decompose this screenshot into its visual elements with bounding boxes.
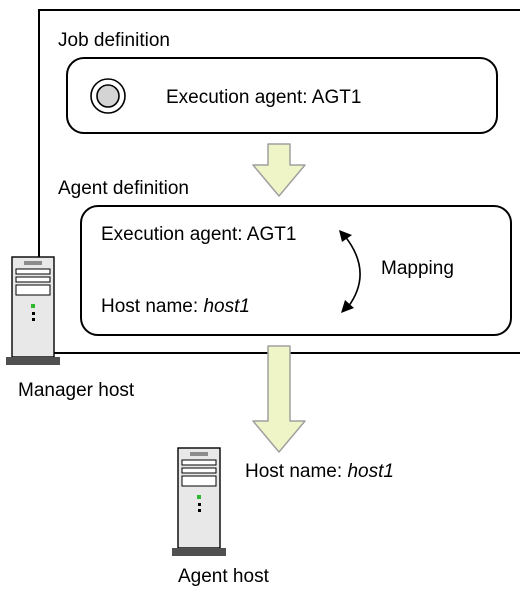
agent-host-name-prefix: Host name: <box>245 461 348 482</box>
down-arrow-icon <box>252 143 306 197</box>
job-definition-title: Job definition <box>58 30 170 51</box>
agent-execution-agent: Execution agent: AGT1 <box>101 224 297 245</box>
agent-host-name-value: host1 <box>203 296 250 317</box>
server-icon <box>172 447 226 556</box>
job-definition-box <box>66 57 498 134</box>
agent-definition-box <box>80 205 512 336</box>
mapping-label: Mapping <box>381 258 454 279</box>
agent-host-name-text: Host name: host1 <box>245 462 394 481</box>
agent-definition-title: Agent definition <box>58 178 189 199</box>
job-execution-agent: Execution agent: AGT1 <box>166 87 362 108</box>
server-icon <box>6 256 60 365</box>
agent-host-name-value: host1 <box>347 461 394 482</box>
down-arrow-icon <box>252 345 306 453</box>
agent-host-name: Host name: host1 <box>101 297 250 316</box>
mapping-arrow-icon <box>339 230 361 313</box>
job-icon <box>90 78 126 114</box>
manager-host-label: Manager host <box>18 380 135 401</box>
agent-host-label: Agent host <box>178 566 269 587</box>
agent-host-name-prefix: Host name: <box>101 296 204 317</box>
